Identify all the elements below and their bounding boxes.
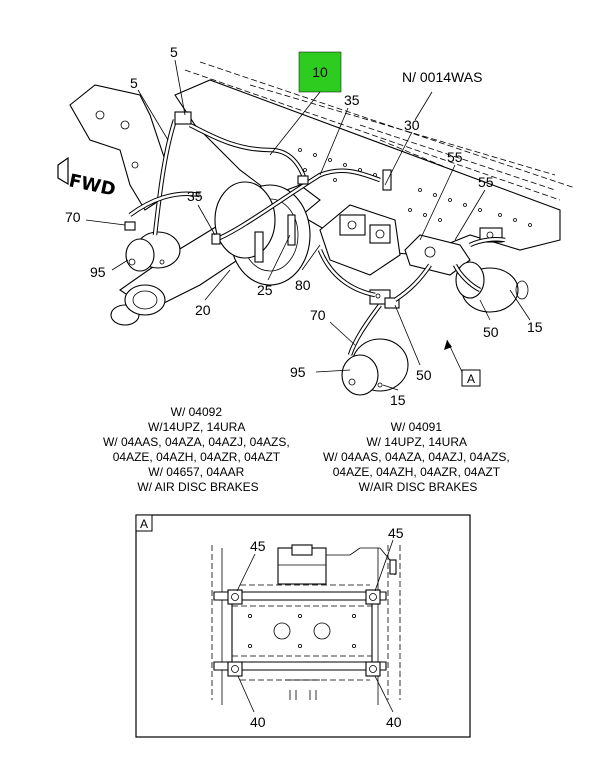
svg-text:5: 5 <box>130 75 138 91</box>
svg-text:W/ 04091 W/ 14UPZ, 14URA: W/ 04091 W/ 14UPZ, 14URA W/ 04AAS, 04AZA… <box>323 420 513 494</box>
svg-text:5: 5 <box>170 44 178 60</box>
note-right-line: W/ 04AAS, 04AZA, 04AZJ, 04AZS, <box>323 450 510 464</box>
svg-text:W/ 04092 W/14UPZ, 14URA: W/ 04092 W/14UPZ, 14URA W/ 04AAS, 04AZA,… <box>103 405 293 494</box>
svg-text:50: 50 <box>416 367 432 383</box>
brake-chamber-right-rear <box>455 261 529 313</box>
note-left-line: 04AZE, 04AZH, 04AZR, 04AZT <box>113 450 281 464</box>
fastener-nut-bottom-right <box>365 661 381 677</box>
plate-rivets <box>247 614 356 649</box>
svg-text:N/ 0014WAS: N/ 0014WAS <box>402 69 482 85</box>
air-hoses <box>128 119 506 356</box>
svg-text:70: 70 <box>65 209 81 225</box>
svg-text:45: 45 <box>250 538 266 554</box>
svg-text:20: 20 <box>195 302 211 318</box>
svg-text:50: 50 <box>483 324 499 340</box>
detail-top-component <box>277 544 397 585</box>
note-right-line: W/ 14UPZ, 14URA <box>366 435 467 449</box>
brake-chamber-left <box>125 231 181 272</box>
note-left-line: W/ AIR DISC BRAKES <box>137 480 258 494</box>
leader-lines <box>85 59 531 391</box>
svg-text:70: 70 <box>310 307 326 323</box>
svg-text:15: 15 <box>527 319 543 335</box>
note-right-line: W/ 04091 <box>391 420 443 434</box>
fastener-nut-top-right <box>365 589 381 605</box>
note-right-line: W/AIR DISC BRAKES <box>359 480 478 494</box>
axle-spindle <box>110 284 166 326</box>
callout-labels: 5 5 35 N/ 0014WAS 30 55 55 35 70 95 20 2… <box>65 44 543 408</box>
svg-text:35: 35 <box>344 92 360 108</box>
svg-text:A: A <box>467 372 475 386</box>
note-left-line: W/14UPZ, 14URA <box>148 420 245 434</box>
relay-valve-assembly <box>319 204 401 276</box>
fastener-nut-top-left <box>227 589 243 605</box>
detail-bottom-bracket <box>285 679 320 700</box>
svg-text:55: 55 <box>478 174 494 190</box>
svg-text:A: A <box>140 517 148 531</box>
svg-text:45: 45 <box>388 525 404 541</box>
svg-text:10: 10 <box>312 64 328 80</box>
svg-text:FWD: FWD <box>67 170 117 200</box>
svg-text:95: 95 <box>290 364 306 380</box>
fastener-nut-bottom-left <box>227 661 243 677</box>
crossmember-plate <box>231 597 373 665</box>
forward-indicator: FWD <box>57 156 117 201</box>
application-notes: W/ 04092 W/14UPZ, 14URA W/ 04AAS, 04AZA,… <box>103 405 513 494</box>
svg-text:25: 25 <box>257 282 273 298</box>
note-right-line: 04AZE, 04AZH, 04AZR, 04AZT <box>333 465 501 479</box>
svg-text:95: 95 <box>90 264 106 280</box>
svg-text:55: 55 <box>447 149 463 165</box>
note-left-line: W/ 04AAS, 04AZA, 04AZJ, 04AZS, <box>103 435 290 449</box>
svg-text:80: 80 <box>295 277 311 293</box>
hose-clamps <box>124 111 392 263</box>
svg-text:30: 30 <box>404 117 420 133</box>
note-left-line: W/ 04092 <box>171 405 223 419</box>
svg-text:40: 40 <box>250 714 266 730</box>
svg-text:35: 35 <box>187 188 203 204</box>
main-illustration: FWD 10 <box>57 44 576 408</box>
view-ref-a[interactable]: A <box>461 369 481 387</box>
svg-text:40: 40 <box>386 714 402 730</box>
note-left-line: W/ 04657, 04AAR <box>148 465 244 479</box>
highlight-callout-10[interactable]: 10 <box>298 51 342 93</box>
detail-view-a: A <box>135 514 471 738</box>
brake-chamber-right-front <box>341 338 409 396</box>
svg-text:15: 15 <box>390 392 406 408</box>
